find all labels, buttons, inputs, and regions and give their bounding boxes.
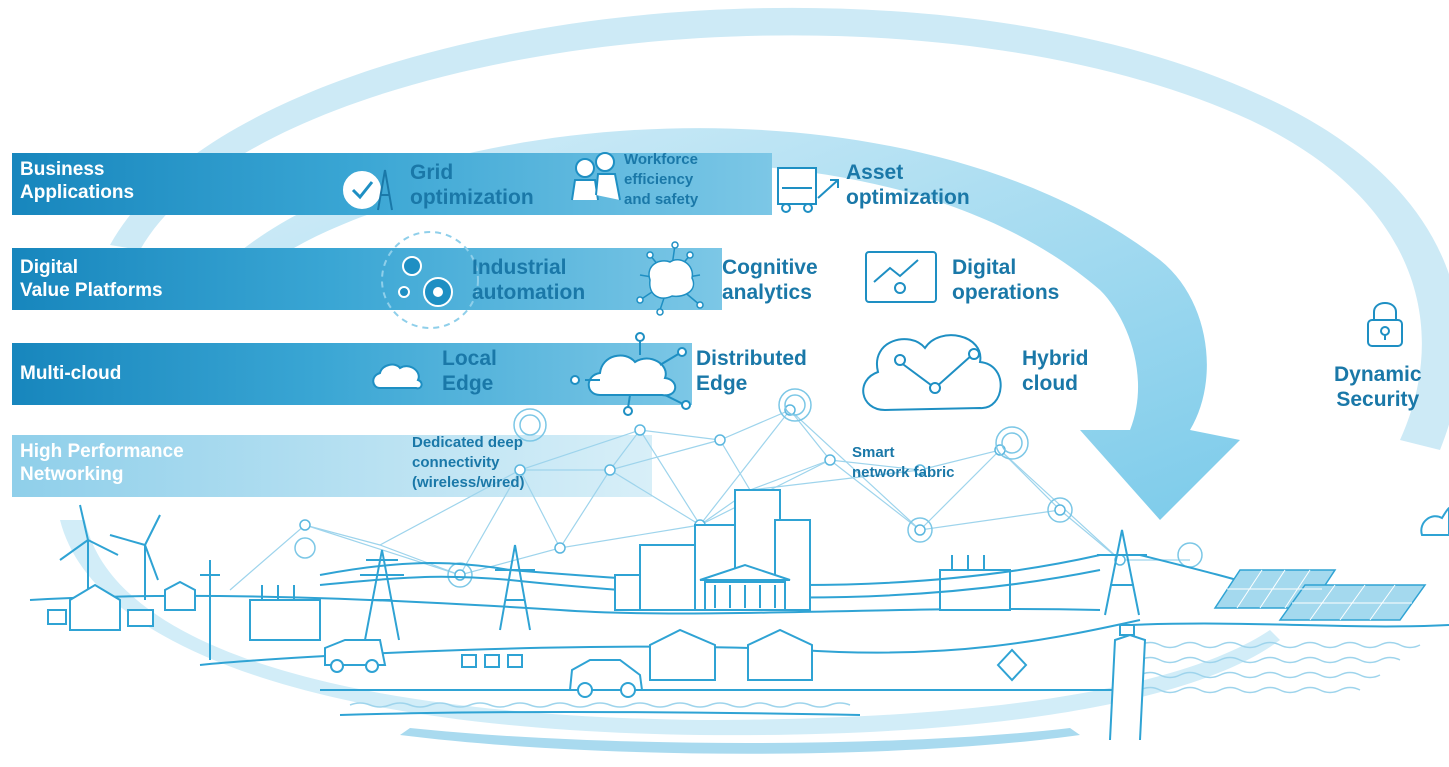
smart-network-fabric-label: Smart network fabric — [852, 444, 955, 481]
swirl-arc — [60, 7, 1449, 754]
wind-turbine-icon — [59, 504, 161, 600]
industrial-automation-label: Industrial automation — [472, 256, 586, 304]
hybrid-cloud-label: Hybrid cloud — [1022, 347, 1089, 395]
cloud-icon — [862, 334, 1002, 412]
cloud-icon — [1420, 506, 1449, 536]
distributed-edge-label: Distributed Edge — [696, 347, 807, 395]
asset-optimization-label: Asset optimization — [846, 161, 970, 209]
band-multicloud — [12, 343, 692, 405]
solar-grid — [1227, 569, 1412, 621]
brain-icon — [636, 241, 704, 316]
layer-digital-value-platforms: Digital Value Platforms — [20, 257, 163, 301]
monitor-icon — [865, 251, 937, 303]
band-platforms — [12, 248, 722, 310]
lock-icon — [1367, 302, 1403, 347]
layer-business-applications: Business Applications — [20, 159, 135, 203]
layer-multi-cloud: Multi-cloud — [20, 363, 122, 384]
solar-panel-icon — [1213, 569, 1427, 621]
digital-operations-label: Digital operations — [952, 256, 1060, 304]
cognitive-analytics-label: Cognitive analytics — [722, 256, 818, 304]
substation-icon — [249, 555, 1011, 641]
dedicated-connectivity-label: Dedicated deep connectivity (wireless/wi… — [412, 434, 525, 491]
dynamic-security-label: Dynamic Security — [1334, 363, 1422, 411]
cloud-icon — [570, 332, 691, 416]
water-waves — [349, 641, 1421, 708]
signal-rings — [294, 388, 1203, 588]
truck-icon — [777, 167, 839, 213]
workers-icon — [571, 152, 621, 201]
grid-optimization-label: Grid optimization — [410, 161, 534, 209]
checkmark-icon — [343, 169, 393, 211]
building-icon — [614, 489, 811, 611]
house-icon — [47, 580, 196, 631]
local-edge-label: Local Edge — [442, 347, 497, 395]
home-and-ev-icon — [324, 624, 1147, 741]
layer-high-performance-networking: High Performance Networking — [20, 441, 184, 485]
cloud-icon — [372, 363, 423, 390]
gears-icon — [381, 231, 479, 329]
band-networking — [12, 435, 652, 497]
workforce-label: Workforce efficiency and safety — [624, 151, 699, 208]
